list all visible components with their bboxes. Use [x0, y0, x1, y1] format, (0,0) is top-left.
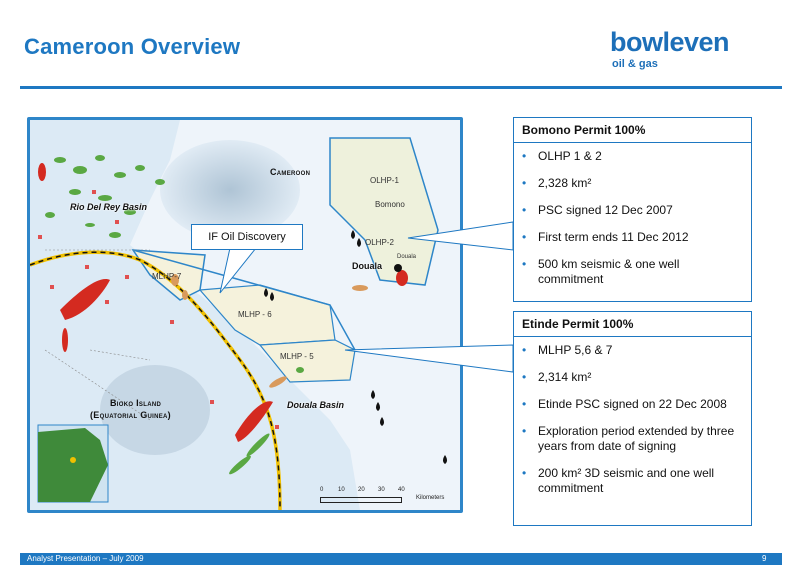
label-douala-small: Douala: [397, 254, 417, 260]
label-olhp2: OLHP-2: [365, 238, 394, 247]
mlhp7-permit: [131, 249, 206, 301]
company-logo: bowleven oil & gas: [608, 27, 776, 77]
scale-tick-40: 40: [398, 487, 405, 493]
label-bioko-island: Bioko Island: [110, 398, 162, 408]
bioko-island: [100, 365, 210, 455]
footer-text: Analyst Presentation – July 2009: [27, 554, 144, 563]
bomono-permit-panel: Bomono Permit 100% OLHP 1 & 2 2,328 km² …: [513, 117, 752, 302]
maritime-boundary-dash: [30, 251, 281, 510]
list-item: MLHP 5,6 & 7: [522, 343, 743, 358]
oil-fields: [38, 163, 408, 442]
gas-fields-south: [229, 367, 304, 475]
list-item: PSC signed 12 Dec 2007: [522, 203, 743, 218]
label-rio-del-rey: Rio Del Rey Basin: [70, 202, 148, 212]
label-olhp1: OLHP-1: [370, 176, 399, 185]
header-divider: [20, 86, 782, 89]
label-douala-basin: Douala Basin: [287, 400, 345, 410]
list-item: OLHP 1 & 2: [522, 149, 743, 164]
well-markers: [264, 230, 447, 464]
block-markers: [38, 190, 279, 429]
label-mlhp5: MLHP - 5: [280, 352, 314, 361]
scale-tick-10: 10: [338, 487, 345, 493]
label-mlhp7: MLHP-7: [152, 272, 182, 281]
label-bomono: Bomono: [375, 200, 405, 209]
scale-bar: [320, 497, 402, 503]
list-item: Exploration period extended by three yea…: [522, 424, 743, 454]
list-item: 200 km² 3D seismic and one well commitme…: [522, 466, 743, 496]
map-scale: 0 10 20 30 40 Kilometers: [320, 487, 444, 507]
bomono-panel-title: Bomono Permit 100%: [514, 118, 751, 143]
page-title: Cameroon Overview: [24, 34, 241, 59]
etinde-list: MLHP 5,6 & 7 2,314 km² Etinde PSC signed…: [514, 337, 751, 512]
list-item: 2,328 km²: [522, 176, 743, 191]
list-item: First term ends 11 Dec 2012: [522, 230, 743, 245]
scale-tick-30: 30: [378, 487, 385, 493]
map-graphic: [30, 120, 460, 510]
mountain-shading: [160, 140, 300, 240]
scale-tick-20: 20: [358, 487, 365, 493]
etinde-permit-panel: Etinde Permit 100% MLHP 5,6 & 7 2,314 km…: [513, 311, 752, 526]
scale-tick-0: 0: [320, 487, 324, 493]
page-number: 9: [762, 554, 767, 563]
douala-city-marker: [394, 264, 402, 272]
list-item: 2,314 km²: [522, 370, 743, 385]
list-item: Etinde PSC signed on 22 Dec 2008: [522, 397, 743, 412]
footer-bar: [20, 553, 782, 565]
gas-fields-rio-del-rey: [45, 155, 165, 238]
bomono-list: OLHP 1 & 2 2,328 km² PSC signed 12 Dec 2…: [514, 143, 751, 303]
etinde-boundary: [132, 249, 356, 351]
label-cameroon: Cameroon: [270, 167, 311, 177]
discovery-fields: [171, 274, 368, 388]
logo-tagline: oil & gas: [612, 58, 658, 70]
label-douala-city: Douala: [352, 261, 383, 271]
label-mlhp6: MLHP - 6: [238, 310, 272, 319]
block-lines: [44, 249, 151, 421]
if-oil-discovery-callout: IF Oil Discovery: [191, 224, 303, 250]
label-equatorial-guinea: (Equatorial Guinea): [90, 410, 171, 420]
scale-unit: Kilometers: [416, 495, 445, 501]
etinde-panel-title: Etinde Permit 100%: [514, 312, 751, 337]
logo-brand: bowleven: [610, 27, 730, 57]
inset-map: [37, 424, 109, 503]
cameroon-map: Cameroon Rio Del Rey Basin Bioko Island …: [27, 117, 463, 513]
list-item: 500 km seismic & one well commitment: [522, 257, 743, 287]
